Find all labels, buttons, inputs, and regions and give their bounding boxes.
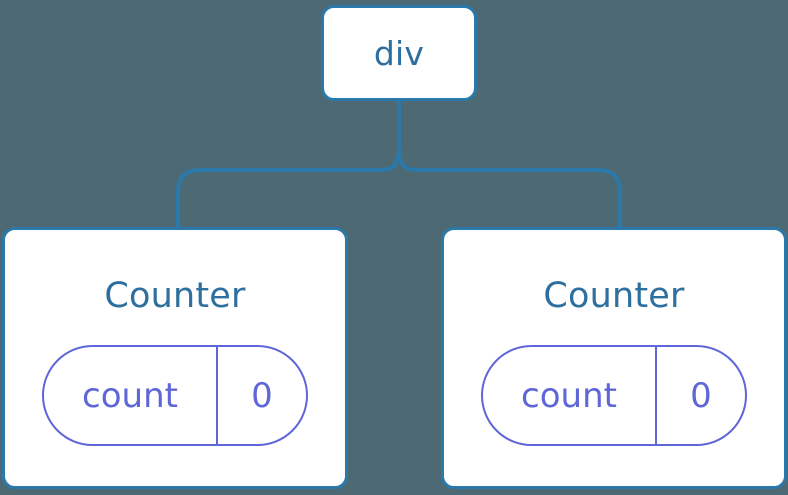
- state-key-cell-left: count: [44, 347, 218, 444]
- connector-branch-left: [176, 145, 401, 229]
- state-key-right: count: [521, 375, 617, 416]
- state-pill-right[interactable]: count 0: [481, 345, 747, 446]
- state-value-cell-right: 0: [657, 347, 745, 444]
- state-value-cell-left: 0: [218, 347, 306, 444]
- node-counter-left-label: Counter: [104, 276, 246, 316]
- node-div[interactable]: div: [321, 5, 477, 101]
- connector-branch-right: [397, 145, 622, 229]
- node-counter-left[interactable]: Counter count 0: [2, 227, 348, 489]
- node-counter-right[interactable]: Counter count 0: [441, 227, 787, 489]
- state-value-right: 0: [690, 375, 712, 416]
- state-key-cell-right: count: [483, 347, 657, 444]
- state-value-left: 0: [251, 375, 273, 416]
- state-pill-left[interactable]: count 0: [42, 345, 308, 446]
- node-counter-right-label: Counter: [543, 276, 685, 316]
- node-div-label: div: [373, 33, 425, 73]
- state-key-left: count: [82, 375, 178, 416]
